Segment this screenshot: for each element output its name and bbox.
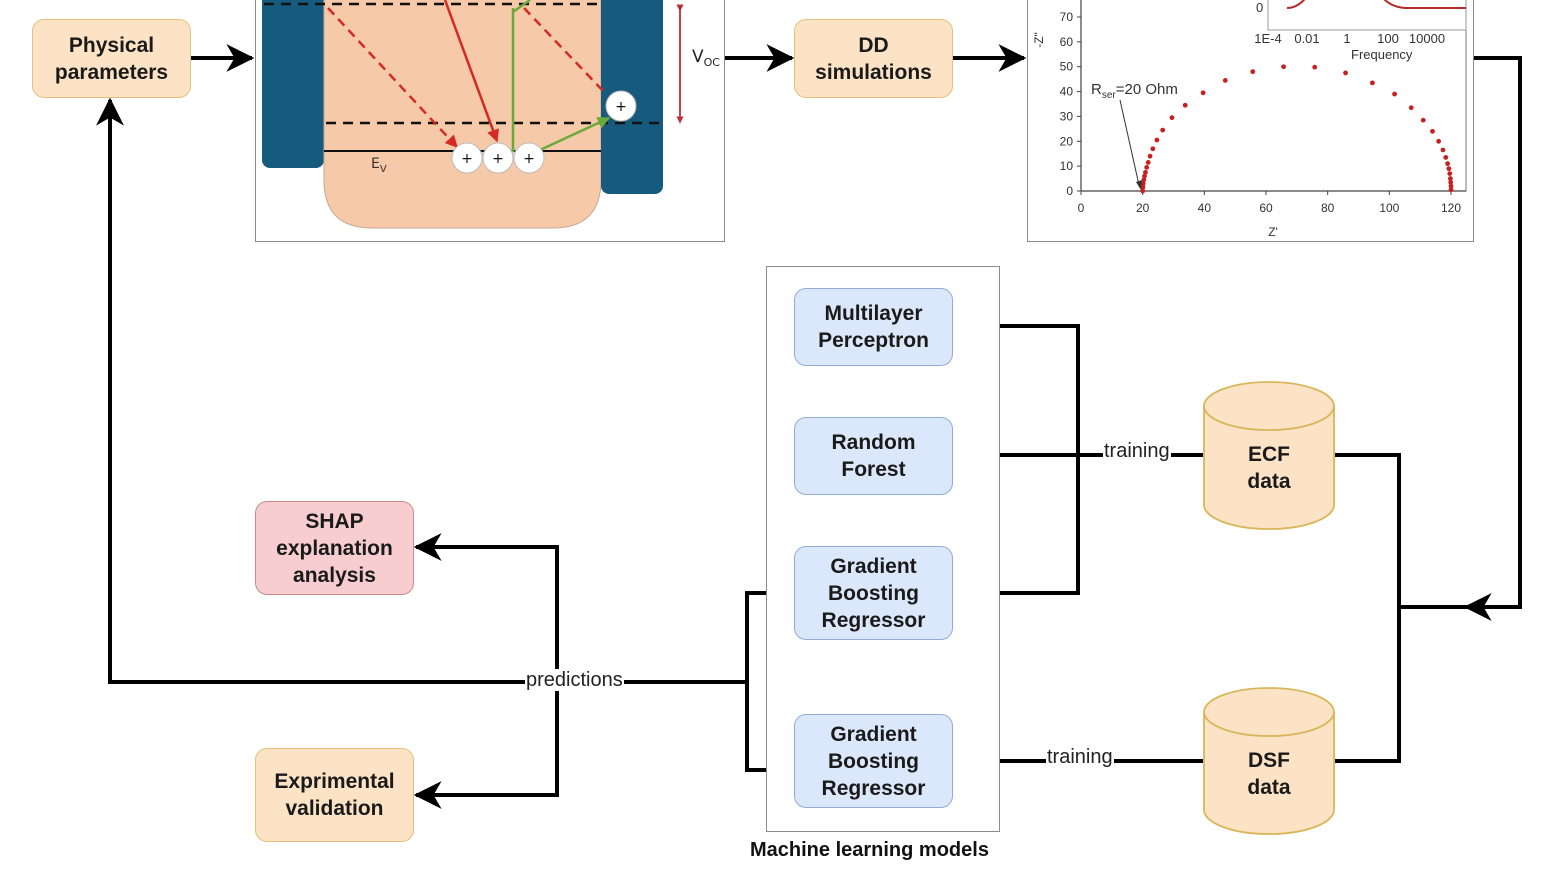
dsf-data-label: DSF data [1204, 747, 1334, 801]
band-diagram-panel [255, 0, 725, 242]
dd-simulations-node[interactable]: DD simulations [794, 19, 953, 98]
multilayer-perceptron-label: Multilayer Perceptron [818, 302, 929, 352]
gradient-boosting-label-2: Gradient Boosting Regressor [821, 722, 926, 800]
dd-simulations-label: DD simulations [815, 33, 932, 84]
physical-parameters-node[interactable]: Physical parameters [32, 19, 191, 98]
ecf-data-label-line1: ECF [1248, 443, 1290, 466]
ecf-data-label-line2: data [1247, 470, 1291, 493]
random-forest-label: Random Forest [831, 431, 916, 481]
experimental-validation-label: Exprimental validation [274, 770, 395, 820]
ecf-data-label: ECF data [1204, 441, 1334, 495]
multilayer-perceptron-node[interactable]: Multilayer Perceptron [794, 288, 953, 366]
training-label-dsf: training [1046, 746, 1114, 768]
predictions-label: predictions [525, 669, 624, 691]
line-ecf-dsf-bus [1335, 453, 1401, 763]
dsf-data-label-line2: data [1247, 776, 1291, 799]
experimental-validation-node[interactable]: Exprimental validation [255, 748, 414, 842]
gradient-boosting-node-2[interactable]: Gradient Boosting Regressor [794, 714, 953, 808]
nyquist-chart-panel [1027, 0, 1474, 242]
arrow-predictions-to-shap [413, 533, 559, 682]
physical-parameters-label: Physical parameters [54, 33, 169, 84]
shap-analysis-label: SHAP explanation analysis [276, 509, 393, 587]
gradient-boosting-label-1: Gradient Boosting Regressor [821, 554, 926, 632]
arrow-predictions-to-validation [413, 682, 559, 809]
arrow-chart-to-datasets [1463, 56, 1522, 621]
gradient-boosting-node-1[interactable]: Gradient Boosting Regressor [794, 546, 953, 640]
ml-models-caption: Machine learning models [750, 839, 989, 861]
random-forest-node[interactable]: Random Forest [794, 417, 953, 495]
dsf-data-label-line1: DSF [1248, 749, 1290, 772]
shap-analysis-node[interactable]: SHAP explanation analysis [255, 501, 414, 595]
training-label-ecf: training [1103, 440, 1171, 462]
